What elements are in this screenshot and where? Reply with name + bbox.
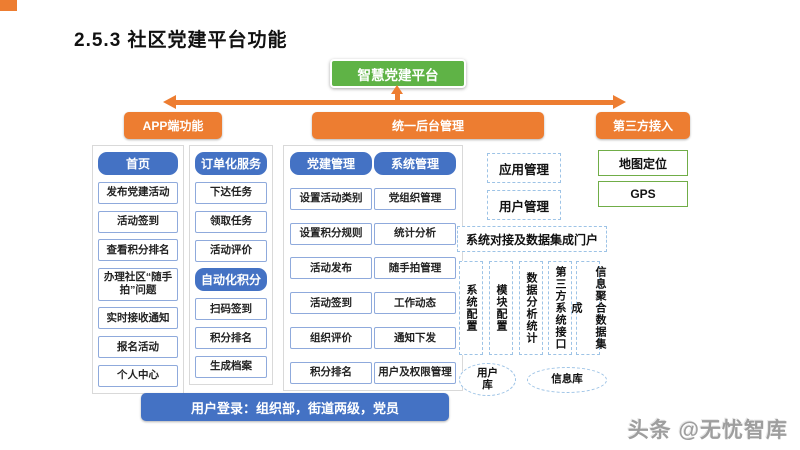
portal-user-management: 用户管理 xyxy=(487,190,561,220)
database-user: 用户库 xyxy=(459,363,516,396)
node-snapshot-mgmt: 随手拍管理 xyxy=(374,257,456,280)
portal-integration-gateway: 系统对接及数据集成门户 xyxy=(457,226,607,252)
node-work-dynamics: 工作动态 xyxy=(374,292,456,315)
node-notice-dispatch: 通知下发 xyxy=(374,327,456,350)
node-set-activity-category: 设置活动类别 xyxy=(290,187,372,210)
group-header-home: 首页 xyxy=(98,152,178,175)
database-info: 信息库 xyxy=(527,367,607,393)
node-activity-publish: 活动发布 xyxy=(290,257,372,280)
node-org-evaluation: 组织评价 xyxy=(290,327,372,350)
connector-vertical-stub xyxy=(395,93,400,101)
node-activity-evaluation: 活动评价 xyxy=(195,239,267,262)
node-realtime-notice: 实时接收通知 xyxy=(98,307,178,330)
portal-module-config: 模块配置 xyxy=(489,261,513,355)
node-personal-center: 个人中心 xyxy=(98,364,178,387)
column-system-management: 系统管理 党组织管理 统计分析 随手拍管理 工作动态 通知下发 用户及权限管理 xyxy=(374,152,456,384)
branch-app-functions: APP端功能 xyxy=(124,112,222,139)
node-activity-checkin-backend: 活动签到 xyxy=(290,292,372,315)
node-activity-checkin: 活动签到 xyxy=(98,210,178,233)
column-party-management: 党建管理 设置活动类别 设置积分规则 活动发布 活动签到 组织评价 积分排名 xyxy=(290,152,372,384)
group-header-party-mgmt: 党建管理 xyxy=(290,152,372,175)
node-claim-task: 领取任务 xyxy=(195,210,267,233)
corner-accent-bar xyxy=(0,0,17,11)
node-generate-archive: 生成档案 xyxy=(195,355,267,378)
node-publish-activity: 发布党建活动 xyxy=(98,181,178,204)
panel-app-home: 首页 发布党建活动 活动签到 查看积分排名 办理社区“随手拍”问题 实时接收通知… xyxy=(92,145,184,394)
group-header-auto-score: 自动化积分 xyxy=(195,268,267,292)
node-statistics-analysis: 统计分析 xyxy=(374,222,456,245)
node-scan-checkin: 扫码签到 xyxy=(195,298,267,321)
third-party-map-location: 地图定位 xyxy=(598,150,688,176)
group-header-order-service: 订单化服务 xyxy=(195,152,267,175)
node-score-ranking-backend: 积分排名 xyxy=(290,361,372,384)
root-node-smart-party-platform: 智慧党建平台 xyxy=(330,59,466,88)
branch-backend-management: 统一后台管理 xyxy=(312,112,544,139)
node-assign-task: 下达任务 xyxy=(195,181,267,204)
node-score-ranking: 积分排名 xyxy=(195,327,267,350)
connector-horizontal-line xyxy=(176,100,614,105)
group-header-system-mgmt: 系统管理 xyxy=(374,152,456,175)
node-party-org-mgmt: 党组织管理 xyxy=(374,187,456,210)
panel-backend: 党建管理 设置活动类别 设置积分规则 活动发布 活动签到 组织评价 积分排名 系… xyxy=(283,145,463,391)
watermark: 头条 @无忧智库 xyxy=(627,419,788,442)
node-set-score-rules: 设置积分规则 xyxy=(290,222,372,245)
arrowhead-right-icon xyxy=(613,95,626,109)
node-user-permission-mgmt: 用户及权限管理 xyxy=(374,361,456,384)
user-login-bar: 用户登录：组织部，街道两级，党员 xyxy=(141,393,449,421)
arrowhead-up-icon xyxy=(391,85,403,94)
portal-data-analysis-stats: 数据分析统计 xyxy=(519,261,543,355)
portal-app-management: 应用管理 xyxy=(487,153,561,183)
third-party-gps: GPS xyxy=(598,181,688,207)
portal-third-party-interface: 第三方系统接口 xyxy=(548,261,572,355)
node-snapshot-issue: 办理社区“随手拍”问题 xyxy=(98,268,178,301)
panel-app-services: 订单化服务 下达任务 领取任务 活动评价 自动化积分 扫码签到 积分排名 生成档… xyxy=(189,145,273,385)
portal-info-aggregation: 信息聚合数据集成 xyxy=(570,261,606,355)
page-title: 2.5.3 社区党建平台功能 xyxy=(74,30,288,51)
node-view-score-ranking: 查看积分排名 xyxy=(98,239,178,262)
branch-third-party: 第三方接入 xyxy=(596,112,690,139)
portal-system-config: 系统配置 xyxy=(459,261,483,355)
node-signup-activity: 报名活动 xyxy=(98,336,178,359)
arrowhead-left-icon xyxy=(163,95,176,109)
